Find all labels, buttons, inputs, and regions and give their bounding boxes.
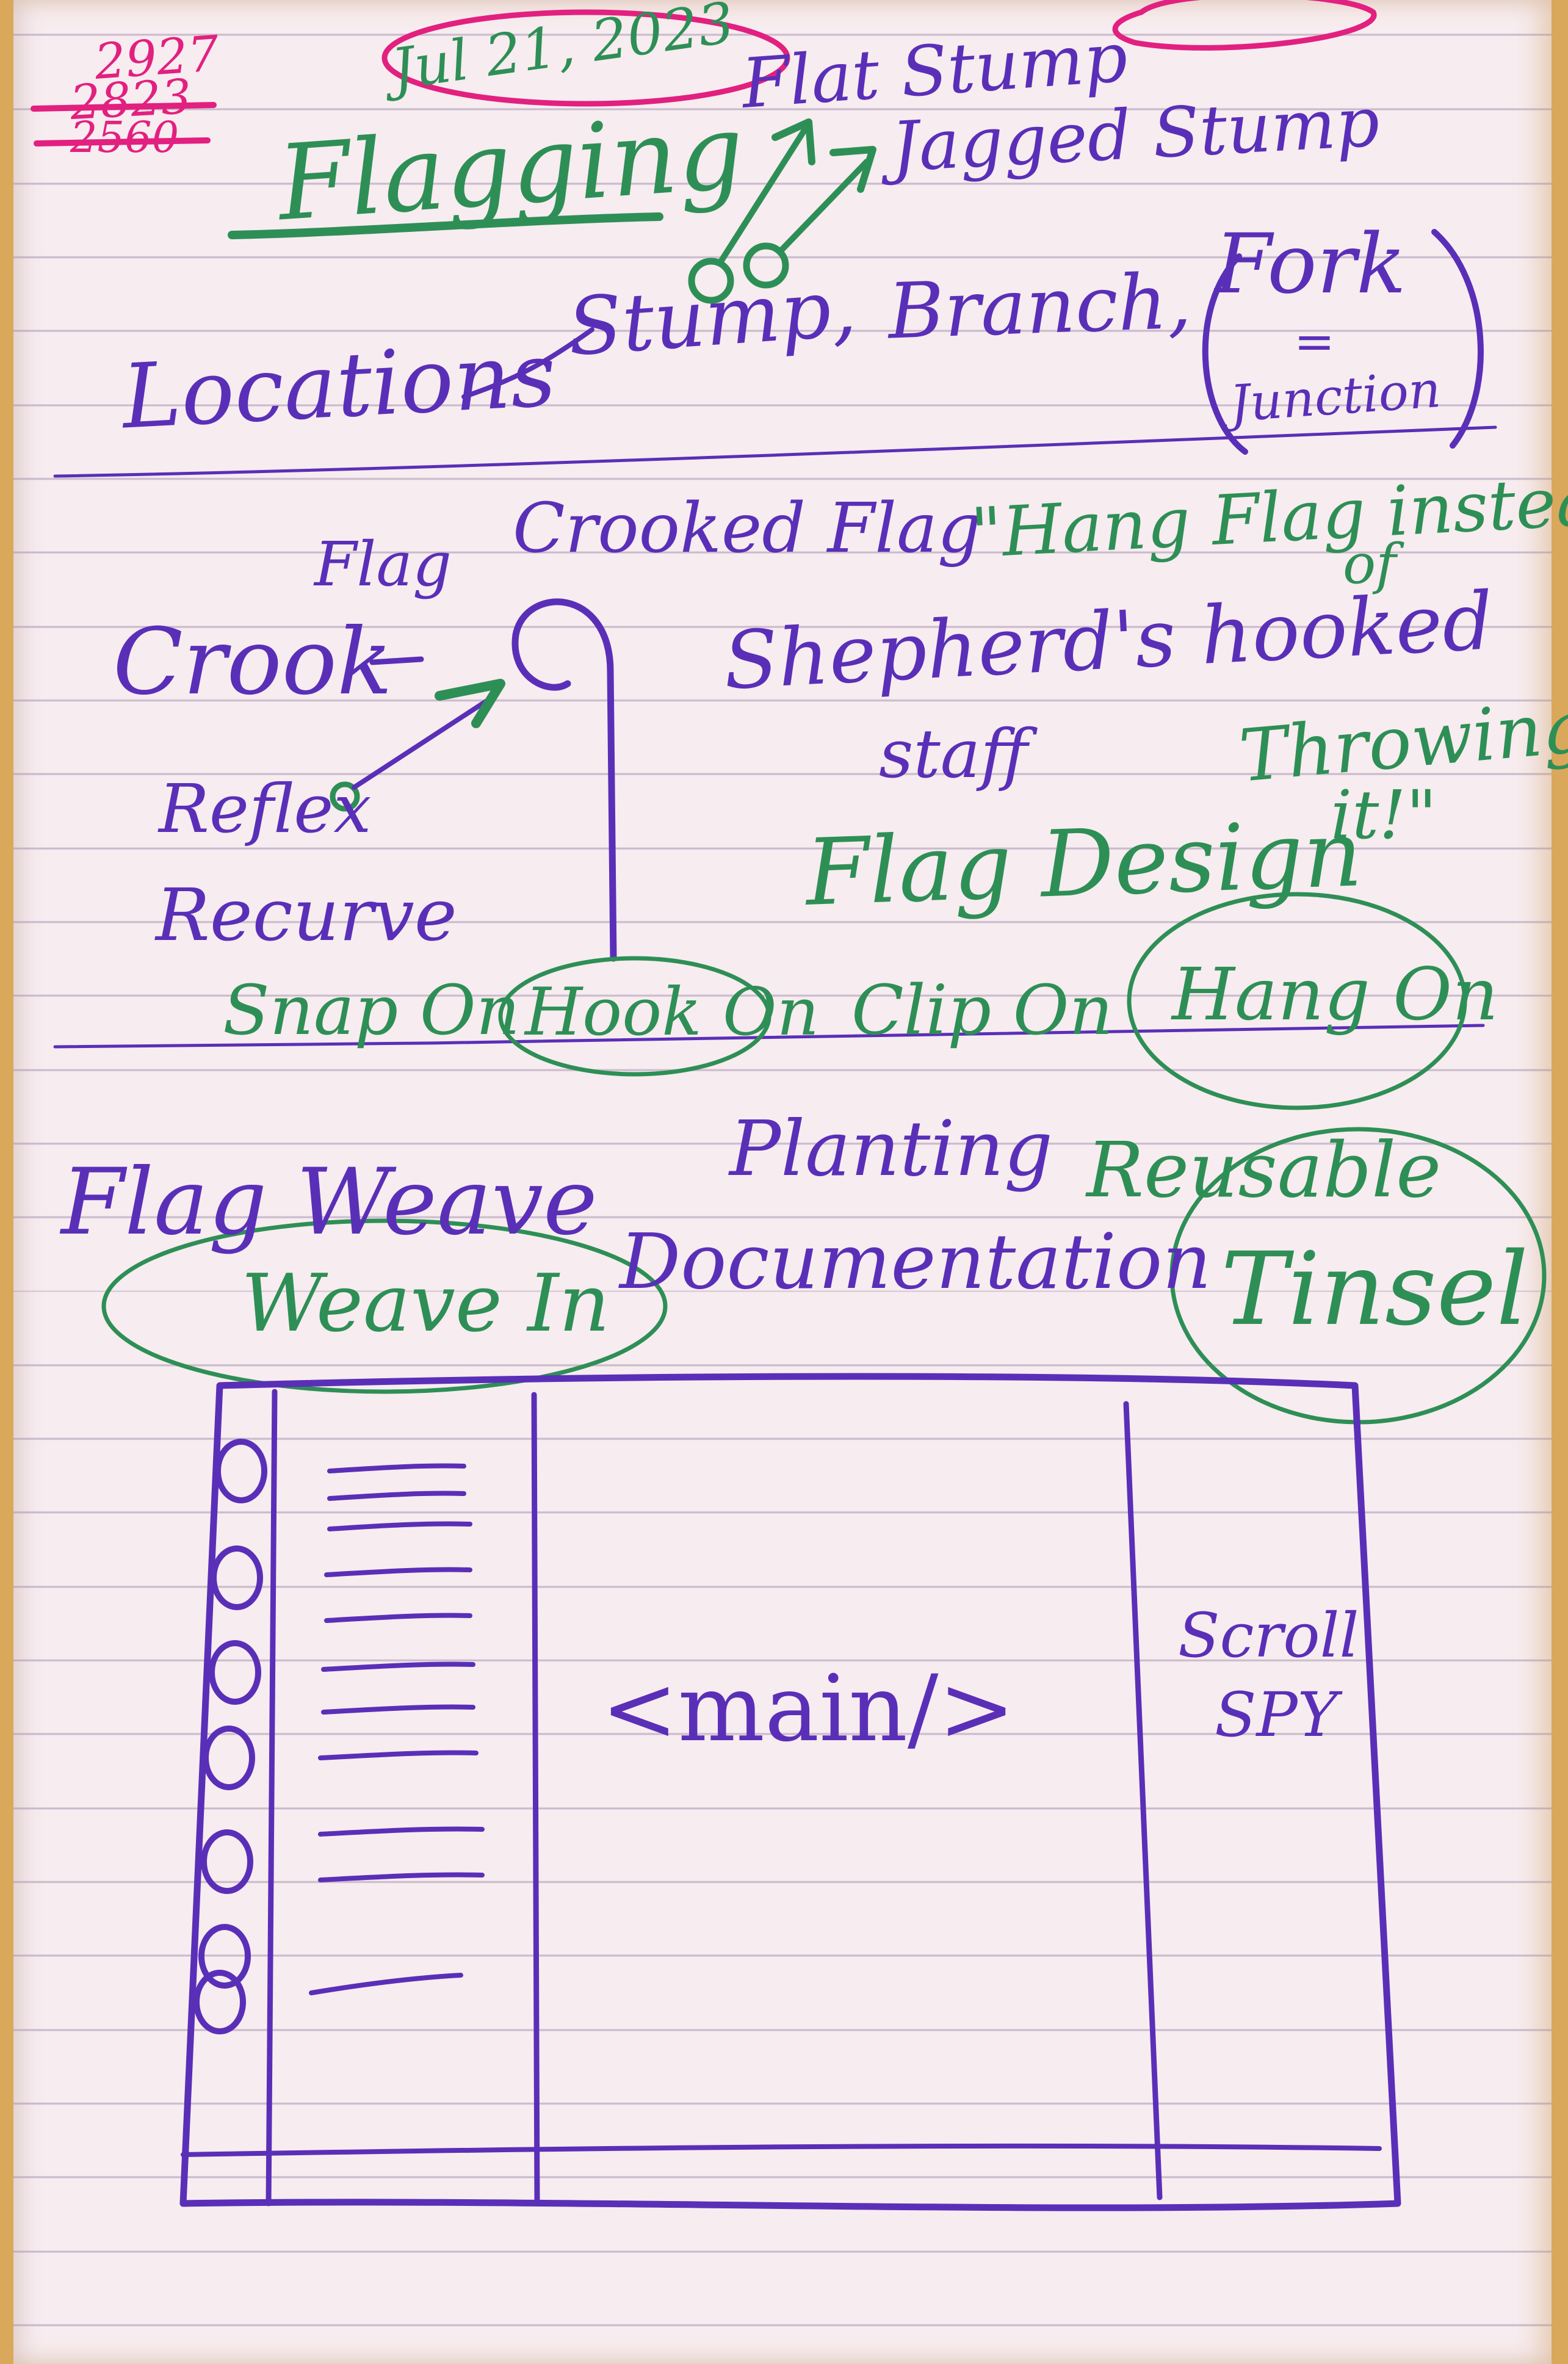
planting-label: Planting (729, 1105, 1053, 1193)
wireframe-rail-divider (266, 1389, 278, 2207)
reflex-label: Reflex (159, 770, 372, 848)
arrowhead-flat (771, 118, 815, 165)
reflex-circle (330, 781, 360, 812)
arrowhead-jagged (829, 146, 876, 193)
crook-label: Crook (113, 609, 392, 715)
arrowhead-crook (435, 679, 505, 728)
quote-line-6: it!" (1331, 776, 1437, 854)
strike-line-1 (31, 102, 217, 112)
page-heading: Flagging (274, 91, 748, 245)
arrow-to-flat-stump (717, 125, 809, 266)
quote-line-2: of (1343, 532, 1396, 596)
weave-in-label: Weave In (241, 1257, 610, 1350)
location-junction: Junction (1228, 361, 1443, 433)
tinsel-label: Tinsel (1221, 1231, 1529, 1348)
wireframe-outer-frame (179, 1373, 1401, 2211)
locations-label: Locations (120, 323, 558, 449)
list-lines (309, 1463, 485, 1995)
flag-design-label: Flag Design (804, 801, 1364, 927)
rail-circles (193, 1439, 267, 2034)
stump-circle-2 (743, 242, 789, 289)
weave-in-oval (101, 1218, 668, 1394)
top-right-pink-oval (1112, 0, 1377, 51)
quote-line-4: staff (879, 715, 1028, 793)
wireframe-main-label: <main/> (601, 1656, 1016, 1762)
flag-label: Flag (314, 529, 452, 600)
reusable-label: Reusable (1086, 1126, 1442, 1215)
divider-1 (53, 425, 1497, 478)
recurve-label: Recurve (156, 873, 457, 957)
option-clip-on: Clip On (851, 971, 1113, 1050)
wireframe-list-divider (531, 1392, 540, 2207)
crook-dash (369, 656, 424, 665)
margin-number-struck-2: 2560 (70, 112, 179, 162)
option-hang-on: Hang On (1172, 952, 1499, 1036)
fork-bracket-right (1431, 229, 1484, 449)
locations-connector (461, 327, 594, 399)
stump-circle-1 (688, 258, 734, 304)
divider-2 (53, 1024, 1485, 1049)
location-branch: Branch, (886, 257, 1193, 356)
heading-underline (228, 212, 663, 239)
location-fork-equals: = (1294, 313, 1335, 370)
arrow-to-crook (352, 693, 497, 790)
wireframe-aside-divider (1123, 1401, 1163, 2200)
hang-on-oval (1127, 892, 1467, 1110)
arrow-to-jagged-stump (778, 159, 870, 253)
option-snap-on: Snap On (223, 971, 520, 1050)
location-fork: Fork (1215, 216, 1406, 312)
date-circle (381, 9, 790, 107)
option-hook-on: Hook On (525, 974, 820, 1050)
documentation-label: Documentation (620, 1218, 1212, 1306)
strike-line-2 (34, 137, 211, 146)
location-stump: Stump, (565, 261, 859, 374)
fork-bracket-left (1202, 253, 1248, 455)
wireframe-side-label-1: Scroll (1178, 1600, 1359, 1671)
crook-drawing (511, 598, 617, 962)
wireframe-side-label-2: SPY (1215, 1679, 1338, 1751)
wireframe-bottom-line (181, 2143, 1382, 2157)
hook-on-oval (498, 956, 771, 1077)
crooked-flag-label: Crooked Flag (513, 489, 981, 568)
flag-weave-label: Flag Weave (61, 1149, 598, 1256)
